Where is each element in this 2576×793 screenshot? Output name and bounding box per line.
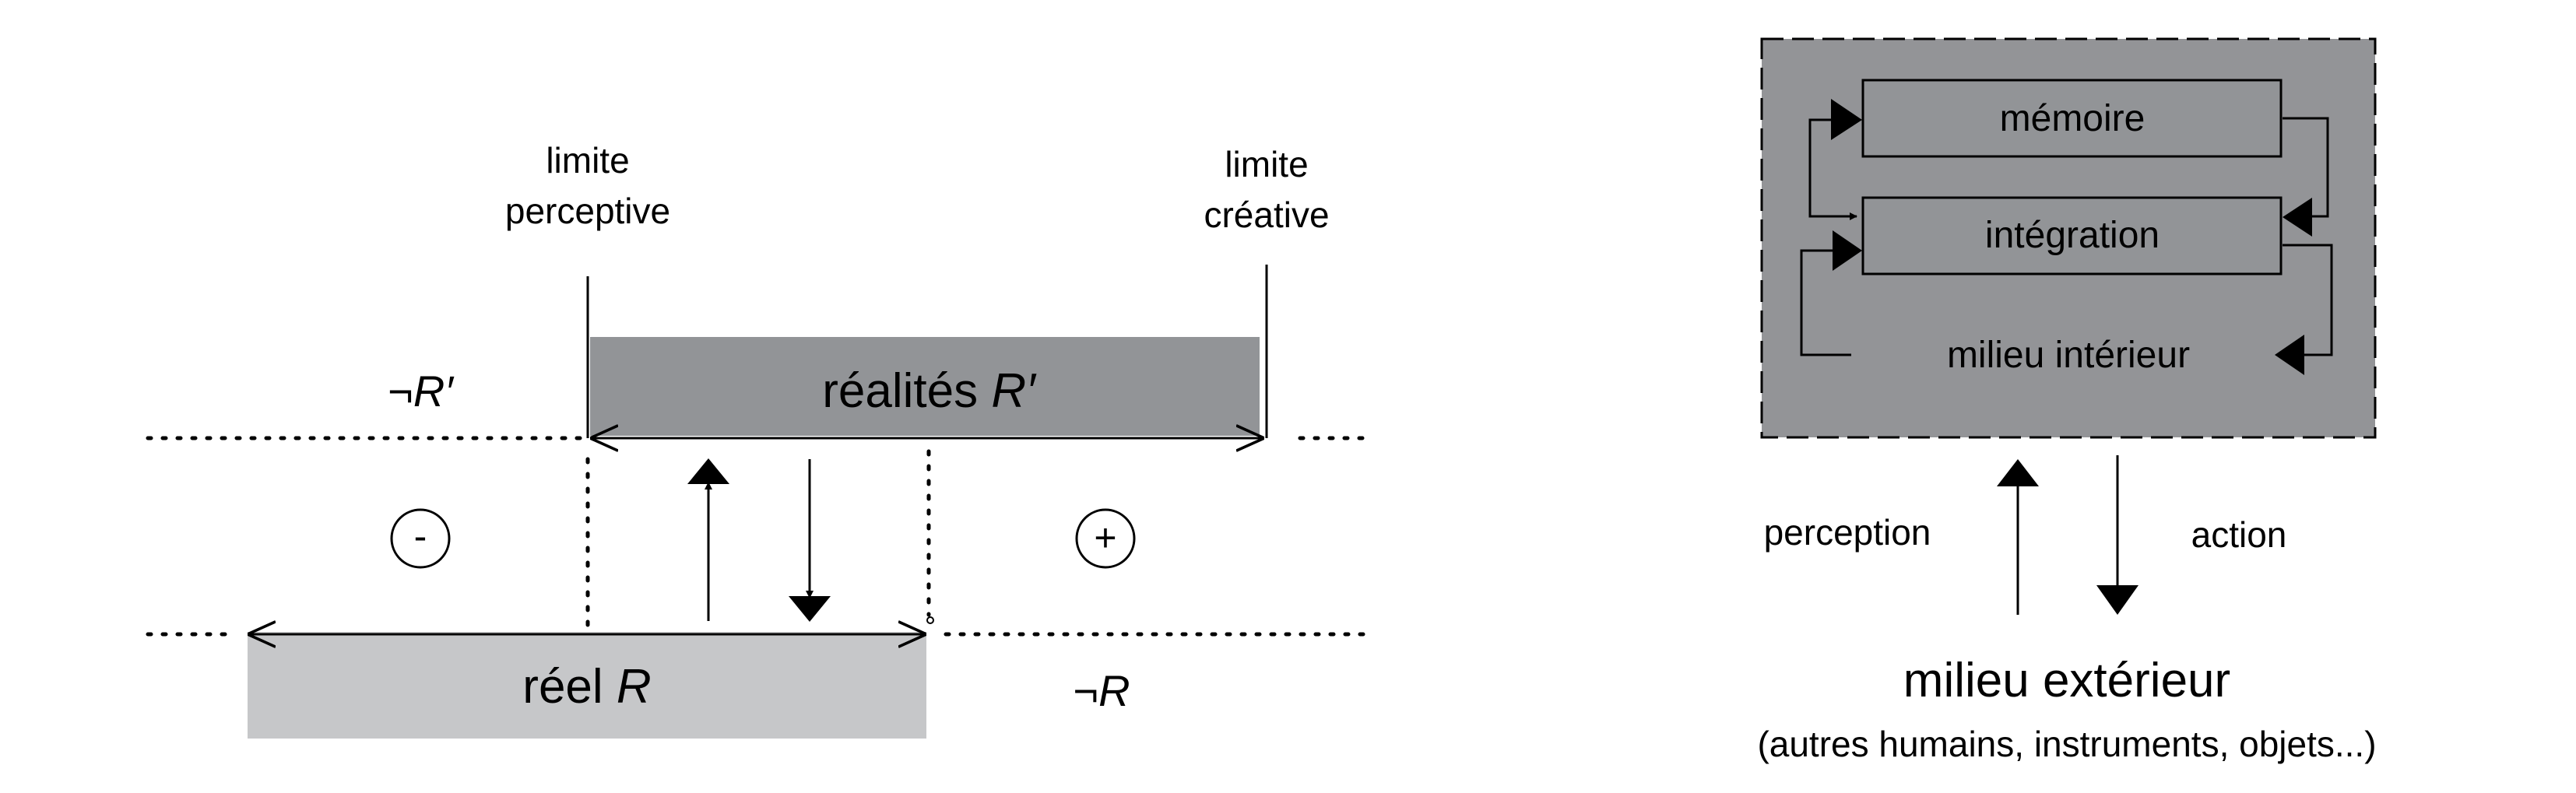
r-prime-symbol: R′ <box>413 367 455 416</box>
memory-module <box>1861 79 2283 158</box>
real-symbol: R <box>617 660 652 714</box>
not-r-label: ¬R <box>1073 666 1130 715</box>
arrowhead-integration-in-right <box>2283 198 2312 237</box>
loop-left-upper <box>1808 118 1857 220</box>
realities-label: réalités R′ <box>822 364 1037 418</box>
perception-arrowhead <box>1997 459 2039 486</box>
negation-symbol: ¬ <box>388 367 413 416</box>
negation-symbol-2: ¬ <box>1073 666 1098 715</box>
action-arrowhead <box>2096 585 2138 615</box>
realities-bar <box>590 337 1260 436</box>
action-label: action <box>2191 514 2287 555</box>
outer-milieu-examples: (autres humains, instruments, objets...) <box>1757 724 2376 764</box>
outer-milieu-label: milieu extérieur <box>1903 654 2230 707</box>
perceptive-limit-label-line2: perceptive <box>505 191 670 231</box>
r-symbol: R <box>1098 666 1130 715</box>
small-circle-marker <box>926 616 934 624</box>
plus-circle <box>1075 508 1136 569</box>
arrowhead-down <box>789 596 831 622</box>
creative-limit-label-line2: créative <box>1204 195 1329 235</box>
loop-left-lower <box>1800 247 1857 356</box>
perceptive-limit-label-line1: limite <box>546 140 629 181</box>
integration-module <box>1861 196 2283 275</box>
minus-sign: - <box>414 514 427 558</box>
real-text: réel <box>522 660 617 714</box>
creative-limit-label-line1: limite <box>1225 144 1308 184</box>
realities-symbol: R′ <box>991 364 1037 418</box>
arrowhead-integration-in-left <box>1833 230 1862 271</box>
loop-right-lower <box>2283 244 2333 359</box>
integration-label: intégration <box>1985 215 2160 256</box>
realities-text: réalités <box>822 364 991 418</box>
not-r-prime-label: ¬R′ <box>388 367 455 416</box>
arrowhead-milieu-in <box>2275 335 2304 375</box>
inner-milieu-label: milieu intérieur <box>1947 335 2190 376</box>
memory-label: mémoire <box>2000 98 2145 139</box>
arrowhead-up <box>687 458 729 484</box>
left-diagram: - + limite perceptive limite créative ¬R… <box>146 140 1372 739</box>
arrowhead-memory-in <box>1831 99 1862 140</box>
plus-sign: + <box>1094 516 1116 560</box>
real-label: réel R <box>522 660 651 714</box>
perception-label: perception <box>1764 512 1931 553</box>
minus-circle <box>390 508 451 569</box>
right-diagram: mémoire intégration milieu intérieur per… <box>1757 37 2377 764</box>
real-bar <box>248 632 926 739</box>
